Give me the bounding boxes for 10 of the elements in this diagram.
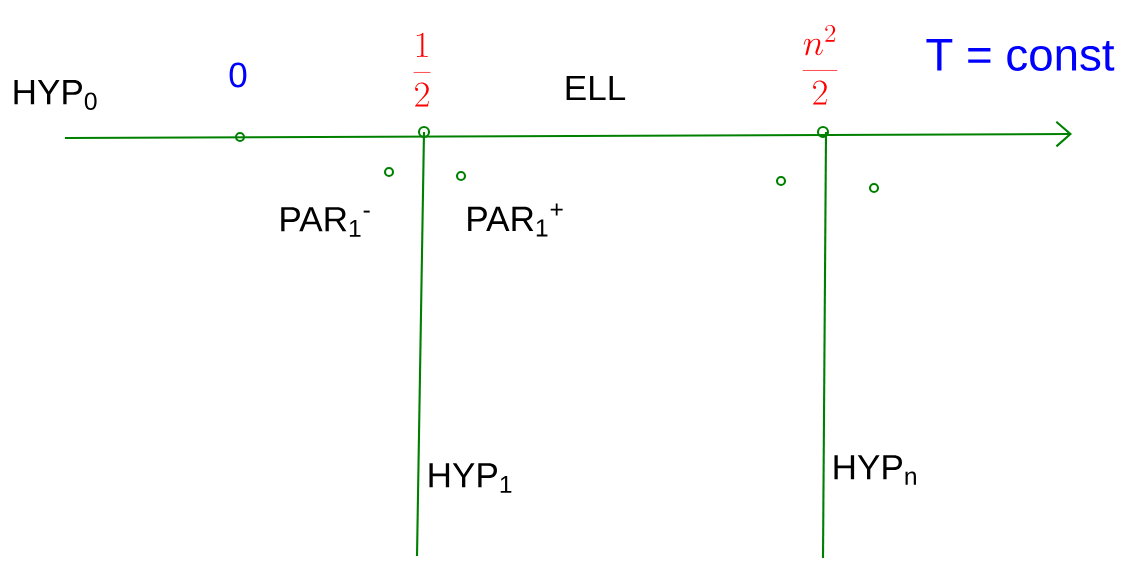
region-label: PAR$_{1}$- <box>281 207 370 237</box>
region-label: HYP$_{0}$ <box>14 80 97 110</box>
axis-value: 0 <box>229 62 247 88</box>
region-label: ELL <box>566 75 626 101</box>
region-label: PAR$_{1}$+ <box>468 203 563 237</box>
region-label: HYP$_{n}$ <box>834 455 916 485</box>
axis-value: $\frac{1}{2}$ <box>413 32 431 107</box>
axis-value: $\frac{n^{2}}{2}$ <box>802 24 838 105</box>
axis-title: T = const <box>926 39 1115 71</box>
region-label: HYP$_{1}$ <box>429 463 512 493</box>
